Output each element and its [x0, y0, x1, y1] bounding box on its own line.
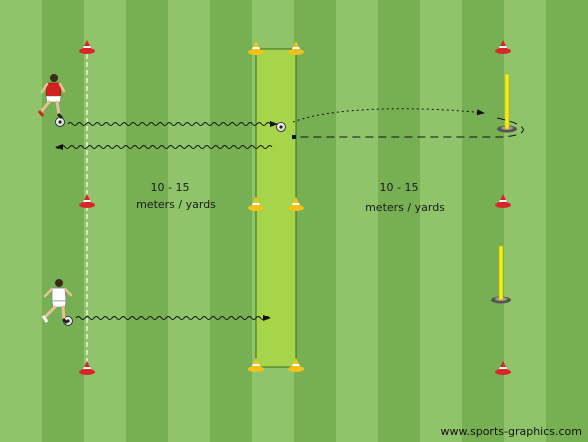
pitch-stripe [168, 0, 210, 442]
red-cone-icon [79, 194, 95, 208]
pitch-stripe [126, 0, 168, 442]
pitch-stripe [42, 0, 84, 442]
red-cone-icon [79, 361, 95, 375]
pitch-stripe [462, 0, 504, 442]
pitch-stripe [546, 0, 588, 442]
red-cone-icon [79, 40, 95, 54]
distance-label-left-range: 10 - 15 [151, 181, 190, 194]
distance-label-left-unit: meters / yards [136, 198, 216, 211]
distance-label-right-unit: meters / yards [365, 201, 445, 214]
dribble-path [75, 315, 271, 321]
yellow-cone-icon [248, 358, 264, 372]
dribble-path [67, 121, 278, 127]
dribble-return-path [49, 139, 273, 149]
player-white-icon [41, 279, 73, 325]
pitch-stripe [84, 0, 126, 442]
pitch-stripe [378, 0, 420, 442]
red-cone-icon [495, 361, 511, 375]
yellow-cone-icon [248, 197, 264, 211]
pole-icon [497, 73, 517, 133]
pitch-stripe [336, 0, 378, 442]
yellow-cone-icon [288, 41, 304, 55]
yellow-cone-icon [248, 41, 264, 55]
pitch-stripe [504, 0, 546, 442]
pole-icon [491, 245, 511, 304]
distance-label-right-range: 10 - 15 [380, 181, 419, 194]
cones [79, 40, 511, 375]
pitch-stripe [420, 0, 462, 442]
ball-icon [276, 122, 286, 132]
red-cone-icon [495, 194, 511, 208]
pitch-stripe [0, 0, 42, 442]
ball-icon [55, 117, 65, 127]
pitch-stripe [210, 0, 252, 442]
pitch-stripe [294, 0, 336, 442]
player-red-icon [37, 74, 66, 120]
red-cone-icon [495, 40, 511, 54]
run-return-path [300, 117, 524, 138]
credit-text: www.sports-graphics.com [441, 425, 582, 438]
yellow-cone-icon [288, 358, 304, 372]
yellow-cone-icon [288, 197, 304, 211]
